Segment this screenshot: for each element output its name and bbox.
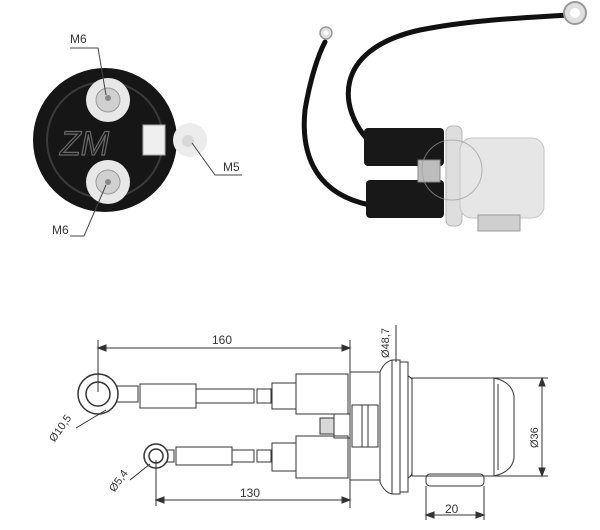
lower-crimp-sleeve [175,446,233,466]
leader-large-ring [75,409,107,429]
side-tab [142,124,166,156]
watermark-logo: ZM [59,125,110,163]
label-m5: M5 [223,160,240,174]
body-end-cap [493,377,515,477]
dim-label-20: 20 [445,502,459,516]
lower-cable [231,449,255,463]
solenoid-end-face [33,68,177,212]
leader-bottom-m6 [70,184,107,237]
leader-top-m6 [70,47,107,96]
bracket-outline [425,473,485,487]
large-ring-outline [77,373,119,415]
dim-label-160: 160 [212,333,233,347]
long-cable [345,12,571,143]
leader-small-ring [129,463,151,481]
body-outline [411,377,495,477]
short-cable [301,39,373,208]
dim-label-flange-diameter: Ø48,7 [380,328,392,358]
dim-label-130: 130 [240,486,261,500]
label-bottom-m6: M6 [52,223,69,237]
upper-crimp-sleeve [139,383,197,409]
mounting-bracket [477,214,521,232]
flange-outline [379,359,401,495]
upper-cable [195,388,255,404]
leader-m5 [191,142,242,176]
terminal-housing [349,371,381,481]
dim-label-body-diameter: Ø36 [529,427,541,448]
label-top-m6: M6 [70,32,87,46]
lower-terminal-boot [366,180,444,218]
upper-terminal-boot [364,128,444,166]
watermark-circle [421,139,483,201]
lower-terminal-boot-outline [295,435,349,479]
upper-terminal-boot-outline [295,373,349,415]
small-ring-outline [143,443,169,469]
